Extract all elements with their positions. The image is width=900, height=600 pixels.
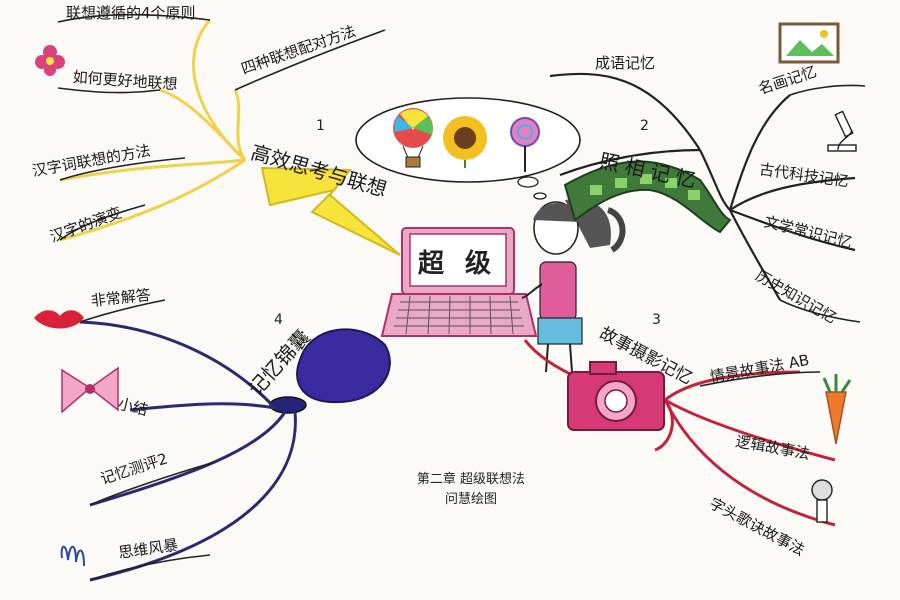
chapter-caption: 第二章 超级联想法 问慧绘图 — [386, 470, 556, 510]
microphone-icon — [811, 479, 833, 523]
branch-1-underlines — [57, 13, 386, 241]
branch-4-underlines — [79, 299, 216, 581]
flower-icon — [35, 45, 65, 76]
branch-3-lines — [523, 339, 836, 527]
camera-icon — [567, 361, 665, 431]
balloon-icon — [393, 108, 433, 168]
lightning-bolt-icon — [260, 166, 401, 256]
branch-4-number: 4 — [274, 312, 283, 328]
branch-2-sub-1: 成语记忆 — [595, 54, 656, 72]
bow-icon — [61, 366, 119, 414]
pouch-icon — [269, 328, 391, 414]
branch-4-lines — [79, 320, 297, 582]
hand-icon — [60, 545, 85, 567]
branch-3-underlines — [699, 371, 821, 387]
branch-1-lines — [59, 19, 247, 242]
branch-2-lines — [549, 72, 856, 301]
microscope-icon — [827, 110, 857, 152]
branch-2-underlines — [779, 84, 866, 323]
painting-icon — [778, 22, 840, 64]
center-topic: 超 级 — [418, 249, 498, 279]
laptop-icon — [380, 227, 538, 337]
lollipop-icon — [510, 117, 540, 172]
branch-1-number: 1 — [316, 118, 325, 134]
sunflower-icon — [443, 116, 487, 168]
branch-2-number: 2 — [640, 118, 649, 134]
branch-3-number: 3 — [652, 312, 661, 328]
branch-1-sub-1: 联想遵循的4个原则 — [66, 4, 196, 22]
artist-credit: 问慧绘图 — [444, 492, 497, 507]
chapter-title: 第二章 超级联想法 — [416, 472, 526, 487]
lips-icon — [34, 310, 84, 329]
carrot-icon — [822, 374, 852, 445]
film-strip — [563, 160, 732, 234]
